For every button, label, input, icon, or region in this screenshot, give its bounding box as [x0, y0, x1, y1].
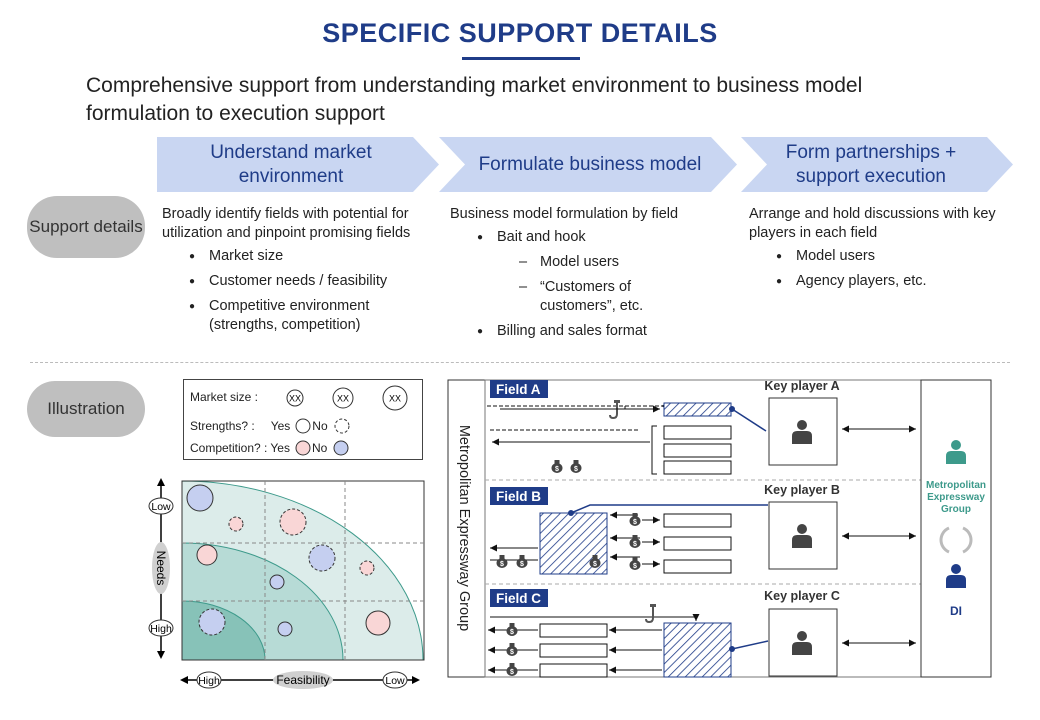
partner-group-line2: Expressway: [927, 492, 985, 503]
legend-yes: Yes: [270, 441, 290, 455]
title-underline: [462, 57, 580, 60]
bubble-field: [196, 544, 218, 566]
size-large-label: XX: [389, 394, 401, 404]
field-a-label: Field A: [496, 382, 541, 397]
partner-group-line1: Metropolitan: [926, 480, 986, 491]
page-title: SPECIFIC SUPPORT DETAILS: [322, 18, 718, 48]
legend-competition: Competition? : Yes No: [190, 439, 355, 457]
bullet-customer-needs: Customer needs / feasibility: [162, 272, 437, 291]
legend-yes: Yes: [270, 419, 291, 433]
sub-customers-of-customers: “Customers of customers”, etc.: [450, 278, 700, 316]
field-b-label: Field B: [496, 489, 541, 504]
col-intro: Business model formulation by field: [450, 206, 679, 222]
legend-no: No: [312, 419, 328, 433]
step-partnerships: Form partnerships + support execution: [741, 137, 1013, 192]
partner-di-label: DI: [950, 604, 962, 618]
legend: Market size : XX XX XX Strengths? : Yes …: [183, 379, 423, 460]
support-details-pill: Support details: [27, 196, 145, 258]
y-axis-high: High: [150, 623, 172, 635]
col-intro: Broadly identify fields with potential f…: [162, 206, 411, 241]
y-axis-low: Low: [151, 501, 171, 513]
support-col-market: Broadly identify fields with potential f…: [162, 205, 437, 341]
section-divider: [30, 362, 1010, 363]
step-formulate-model: Formulate business model: [439, 137, 737, 192]
sub-model-users: Model users: [450, 253, 735, 272]
bullet-agency-players: Agency players, etc.: [749, 272, 1004, 291]
partner-group-line3: Group: [941, 504, 971, 515]
legend-strengths-label: Strengths? :: [190, 419, 255, 433]
bubble-field: [359, 560, 375, 576]
legend-competition-label: Competition? :: [190, 441, 268, 455]
bubble-field: [365, 610, 391, 636]
bullet-bait-hook: Bait and hook: [450, 228, 735, 247]
key-player-c-label: Key player C: [764, 589, 840, 603]
support-col-business-model: Business model formulation by field Bait…: [450, 205, 735, 347]
bubble-field: [279, 508, 307, 536]
support-col-partnerships: Arrange and hold discussions with key pl…: [749, 205, 1004, 297]
legend-no: No: [311, 441, 328, 455]
operator-label: Metropolitan Expressway Group: [456, 425, 472, 631]
bullet-billing: Billing and sales format: [450, 322, 735, 341]
step-understand-market: Understand market environment: [157, 137, 439, 192]
size-medium-label: XX: [337, 394, 349, 404]
bullet-model-users: Model users: [749, 247, 1004, 266]
y-axis-title: Needs: [154, 551, 168, 586]
bullet-competitive-env: Competitive environment (strengths, comp…: [162, 297, 437, 335]
step-label: Understand market environment: [210, 141, 372, 187]
legend-size-circles: XX XX XX: [286, 385, 408, 411]
field-c-label: Field C: [496, 591, 541, 606]
page-subtitle: Comprehensive support from understanding…: [86, 74, 863, 125]
bubble-field: [198, 608, 226, 636]
legend-market-size-label: Market size :: [190, 390, 259, 404]
x-axis-high: High: [198, 675, 220, 687]
x-axis-title: Feasibility: [276, 673, 329, 687]
illustration-pill: Illustration: [27, 381, 145, 437]
legend-strengths: Strengths? : Yes No: [190, 417, 356, 435]
needs-feasibility-matrix: Low Needs High High Feasibility Low: [148, 478, 425, 689]
key-player-a-label: Key player A: [764, 379, 839, 393]
bubble-field: [186, 484, 214, 512]
bubble-field: [269, 574, 285, 590]
business-model-flow: $ Metropolitan Expressway Group Field A …: [447, 379, 992, 678]
legend-market-size: Market size :: [190, 388, 258, 406]
col-intro: Arrange and hold discussions with key pl…: [749, 206, 996, 241]
step-label: Formulate business model: [478, 153, 702, 175]
bullet-market-size: Market size: [162, 247, 437, 266]
bubble-field: [228, 516, 244, 532]
bubble-field: [277, 621, 293, 637]
size-small-label: XX: [289, 394, 301, 404]
bubble-field: [308, 544, 336, 572]
x-axis-low: Low: [385, 675, 405, 687]
key-player-b-label: Key player B: [764, 483, 840, 497]
step-label: Form partnerships + support execution: [785, 141, 957, 187]
